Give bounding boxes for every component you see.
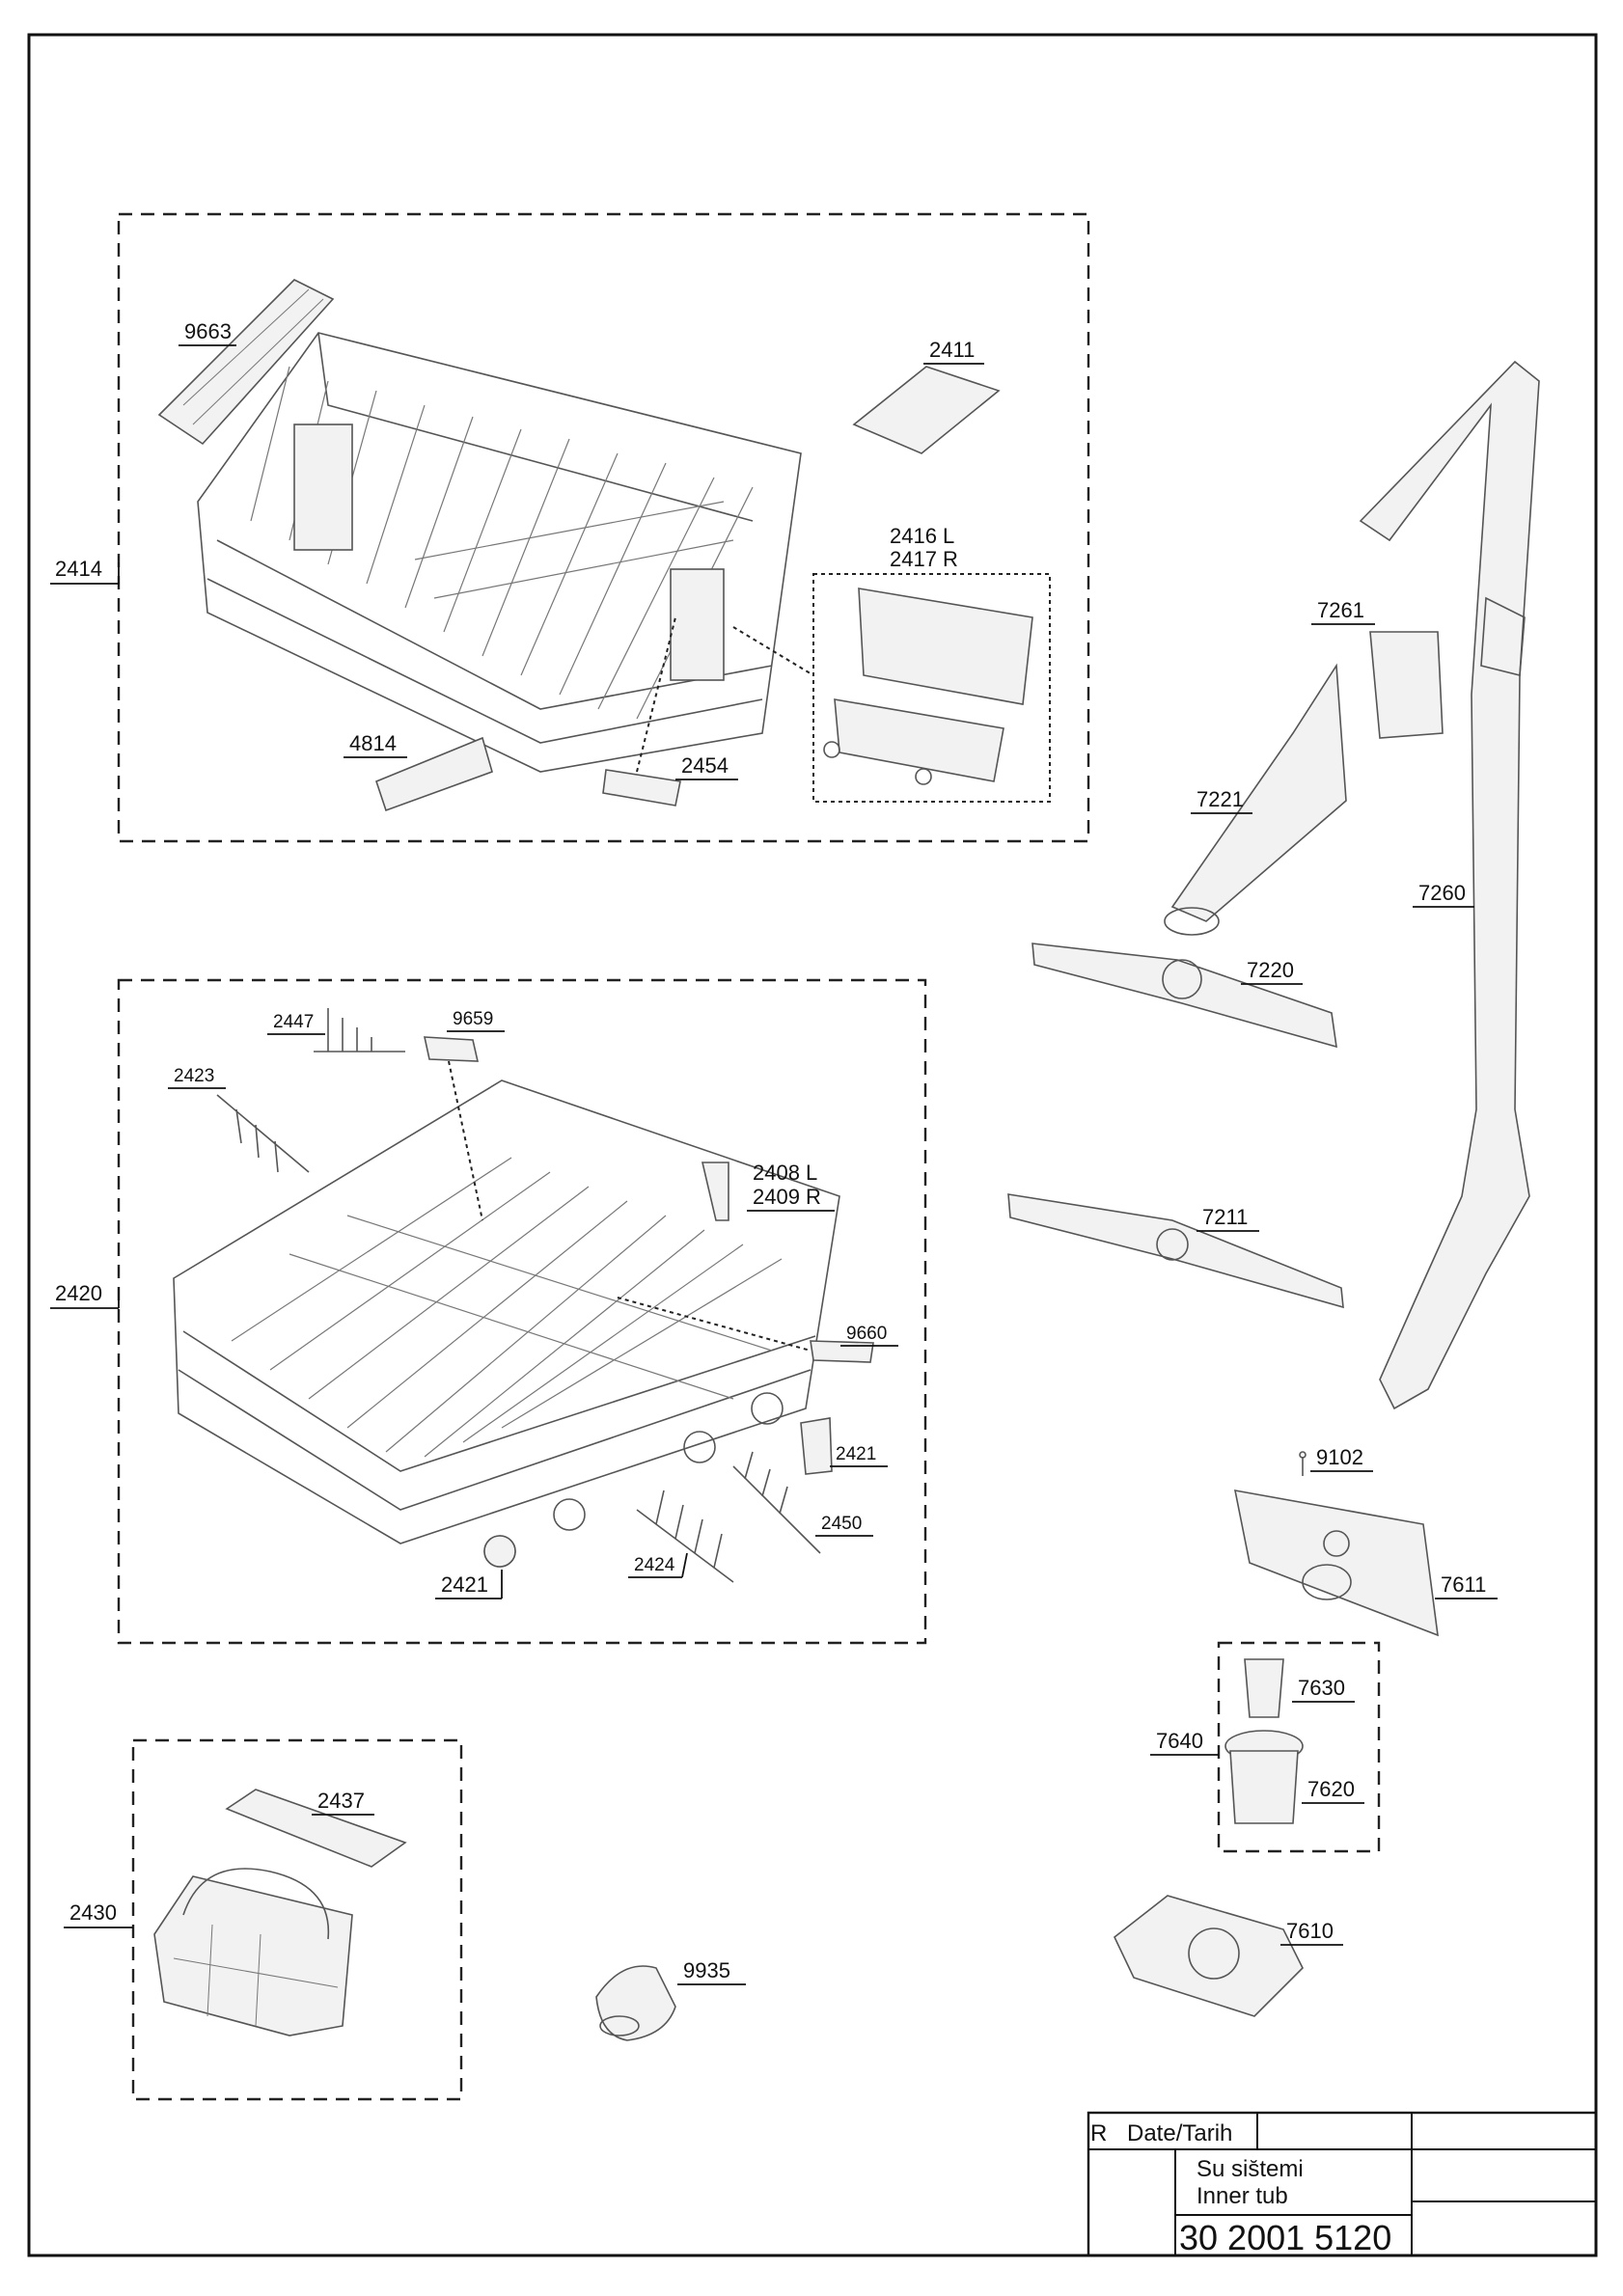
part-2423-tine-row — [216, 1094, 310, 1173]
part-2421-wheel — [483, 1535, 516, 1568]
label-group-2420: 2420 — [55, 1281, 102, 1305]
part-9935-cap — [595, 1965, 676, 2041]
part-7630-micro-filter — [1244, 1658, 1284, 1718]
dotted-leader-9660 — [617, 1297, 812, 1352]
label-7610: 7610 — [1286, 1919, 1334, 1943]
upper-basket-drawing — [197, 332, 802, 773]
label-9659: 9659 — [453, 1009, 493, 1029]
part-7261-connector — [1369, 631, 1444, 739]
part-2437-basket-lid — [225, 1789, 407, 1868]
part-2416-2417-rack-holder — [823, 588, 1033, 785]
title-block — [1087, 2111, 1598, 2257]
part-4814-handle — [375, 736, 493, 812]
label-4814: 4814 — [349, 731, 397, 755]
part-7610-filter-plate — [1114, 1895, 1304, 2017]
part-2450-tine-row — [732, 1451, 821, 1554]
label-7261: 7261 — [1317, 598, 1364, 622]
label-2450: 2450 — [821, 1514, 862, 1534]
label-9935: 9935 — [683, 1958, 730, 1982]
title-block-date-label: Date/Tarih — [1127, 2120, 1232, 2146]
label-9660: 9660 — [846, 1324, 887, 1344]
part-7260-riser-pipe — [1359, 360, 1540, 1410]
cutlery-basket-drawing — [153, 1868, 353, 2036]
part-9660-clip — [810, 1340, 874, 1363]
label-2416: 2416 L — [890, 524, 954, 548]
label-group-2414: 2414 — [55, 557, 102, 581]
label-7260: 7260 — [1418, 881, 1466, 905]
title-block-rev: R — [1090, 2120, 1107, 2146]
part-2408-2409-bracket — [701, 1162, 729, 1221]
part-2447-tine-row — [314, 1008, 405, 1052]
part-7221-arm-duct — [1164, 663, 1347, 936]
part-7620-coarse-filter — [1224, 1730, 1304, 1824]
group-box-lower-basket — [117, 978, 927, 1645]
dotted-leader-9659 — [448, 1060, 483, 1221]
label-2409: 2409 R — [753, 1185, 821, 1209]
title-block-title-en: Inner tub — [1197, 2183, 1288, 2209]
part-9663-shelf — [157, 279, 335, 446]
title-block-title-tr: Su sis̆temi — [1197, 2156, 1304, 2182]
part-9659-clip — [423, 1036, 480, 1062]
label-group-7640: 7640 — [1156, 1729, 1203, 1753]
part-2424-tine-row — [636, 1490, 734, 1583]
lower-basket-drawing — [173, 1080, 840, 1568]
dotted-leader-2454 — [636, 616, 676, 773]
label-2421-right: 2421 — [836, 1444, 876, 1464]
label-2423: 2423 — [174, 1066, 214, 1086]
dotted-leader-2416 — [732, 626, 814, 676]
label-7611: 7611 — [1441, 1572, 1486, 1597]
label-2424: 2424 — [634, 1555, 675, 1575]
part-2454-block — [602, 769, 681, 806]
label-9102: 9102 — [1316, 1445, 1363, 1469]
part-7220-upper-spray-arm — [1032, 943, 1337, 1049]
part-2421-wheel-holder — [800, 1417, 833, 1475]
label-7220: 7220 — [1247, 958, 1294, 982]
group-box-filter — [1217, 1641, 1381, 1853]
label-7630: 7630 — [1298, 1676, 1345, 1700]
label-7620: 7620 — [1307, 1777, 1355, 1801]
label-2417: 2417 R — [890, 547, 958, 571]
group-box-cutlery-basket — [131, 1738, 463, 2101]
part-9102-screw — [1299, 1451, 1307, 1476]
label-7221: 7221 — [1197, 787, 1244, 811]
label-group-2430: 2430 — [69, 1900, 117, 1925]
label-2454: 2454 — [681, 753, 729, 778]
part-2411-clip — [852, 366, 1001, 454]
label-2411: 2411 — [929, 338, 975, 362]
title-block-drawing-number: 30 2001 5120 — [1179, 2218, 1391, 2257]
group-box-2416-2417 — [812, 573, 1051, 803]
sheet-frame — [27, 33, 1598, 2257]
label-9663: 9663 — [184, 319, 232, 343]
label-2447: 2447 — [273, 1012, 314, 1032]
label-7211: 7211 — [1202, 1205, 1248, 1229]
label-2408: 2408 L — [753, 1161, 817, 1185]
label-2421-bottom: 2421 — [441, 1572, 488, 1597]
label-2437: 2437 — [317, 1789, 365, 1813]
part-7611-filter-cover — [1233, 1490, 1439, 1637]
part-7211-lower-spray-arm — [1007, 1193, 1344, 1309]
